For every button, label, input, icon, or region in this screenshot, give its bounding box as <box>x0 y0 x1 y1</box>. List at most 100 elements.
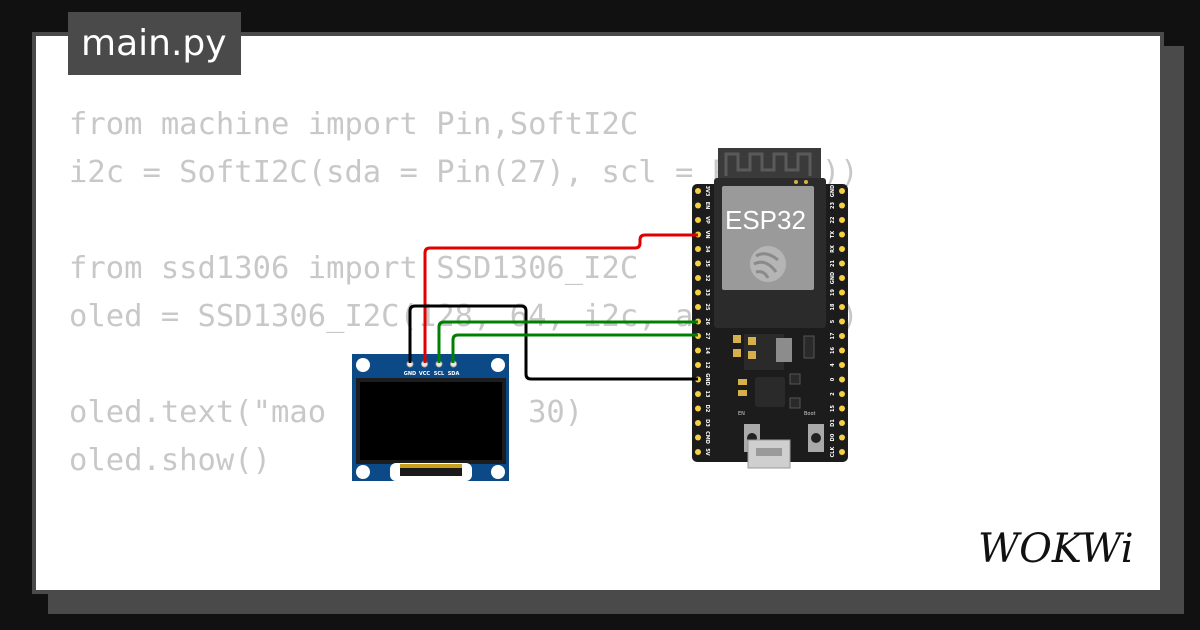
esp32-pin-label: 21 <box>830 260 836 267</box>
esp32-pin-label: D1 <box>830 419 836 427</box>
esp32-pin-label: 33 <box>704 289 710 296</box>
esp32-pin-label: 5V <box>704 448 710 455</box>
esp32-pin-5[interactable] <box>839 318 845 325</box>
esp32-board[interactable]: ESP32 EN Boot <box>692 148 848 469</box>
esp32-pin-label: EN <box>704 202 710 210</box>
smd-component <box>738 379 747 385</box>
code-line: from machine import Pin,SoftI2C <box>69 107 639 142</box>
wire-sda[interactable] <box>451 333 698 363</box>
esp32-pin-d0[interactable] <box>839 434 845 441</box>
mounting-hole <box>356 358 370 372</box>
led-indicator <box>804 180 808 184</box>
usb-port <box>747 439 791 469</box>
code-line: oled.text("mao ", 0, 30) <box>69 395 584 430</box>
smd-component <box>733 335 741 343</box>
esp32-pin-3v3[interactable] <box>695 188 701 194</box>
esp32-pin-label: TX <box>830 231 836 238</box>
esp32-pin-gnd[interactable] <box>839 275 845 281</box>
led-indicator <box>794 180 798 184</box>
en-label: EN <box>738 411 745 417</box>
esp32-pin-34[interactable] <box>695 246 701 252</box>
esp32-pin-16[interactable] <box>839 347 845 354</box>
file-tab-main-py[interactable]: main.py <box>68 12 241 75</box>
wokwi-logo-text: WOKWi <box>978 526 1134 572</box>
esp32-pin-gnd[interactable] <box>839 188 845 194</box>
esp32-pin-label: 26 <box>704 318 710 325</box>
esp32-pin-label: CLK <box>830 446 836 458</box>
esp32-pin-label: VN <box>704 230 710 238</box>
esp32-pin-label: 0 <box>830 377 836 381</box>
esp32-pin-label: 22 <box>830 216 836 223</box>
esp32-pin-label: 32 <box>704 275 710 282</box>
wire-scl[interactable] <box>437 320 698 363</box>
esp32-pin-12[interactable] <box>695 362 701 368</box>
esp32-pin-21[interactable] <box>839 260 845 267</box>
esp32-pin-25[interactable] <box>695 304 701 310</box>
esp32-pin-4[interactable] <box>839 362 845 368</box>
boot-button-cap[interactable] <box>811 433 821 443</box>
esp32-pin-label: 12 <box>704 362 710 369</box>
mounting-hole <box>491 358 505 372</box>
smd-component <box>789 373 801 385</box>
esp32-pin-en[interactable] <box>695 202 701 209</box>
code-line: from ssd1306 import SSD1306_I2C <box>69 251 639 286</box>
esp32-pin-label: 16 <box>830 347 836 354</box>
esp32-pin-13[interactable] <box>695 391 701 397</box>
esp32-pin-label: CMD <box>704 431 710 444</box>
esp32-pin-22[interactable] <box>839 217 845 223</box>
esp32-pin-5v[interactable] <box>695 449 701 455</box>
esp32-pin-rx[interactable] <box>839 246 845 252</box>
esp32-pin-label: 34 <box>704 246 710 253</box>
esp32-pin-label: GND <box>830 185 836 197</box>
oled-pin-label: SDA <box>448 371 460 377</box>
mounting-hole <box>491 465 505 479</box>
esp32-pin-label: D2 <box>704 405 710 413</box>
esp32-pin-17[interactable] <box>839 333 845 339</box>
espressif-logo-icon <box>750 246 786 282</box>
esp32-pin-d2[interactable] <box>695 405 701 412</box>
usb-port-slot <box>756 448 782 456</box>
esp32-pin-d1[interactable] <box>839 420 845 426</box>
esp32-pin-35[interactable] <box>695 260 701 267</box>
file-tab-label: main.py <box>81 23 227 64</box>
editor-card <box>32 32 1164 594</box>
esp32-pin-label: 18 <box>830 303 836 310</box>
oled-pin-label: GND <box>404 371 416 377</box>
esp32-pin-tx[interactable] <box>839 231 845 238</box>
wire-gnd[interactable] <box>408 304 698 381</box>
esp32-left-pin-header: 3V3ENVPVN343532332526271412GND13D2D3CMD5… <box>695 186 710 456</box>
wire-vcc[interactable] <box>423 233 698 363</box>
esp32-pin-label: 27 <box>704 333 710 340</box>
oled-pin-label: SCL <box>434 371 445 377</box>
esp32-pin-19[interactable] <box>839 289 845 296</box>
esp32-pin-label: 15 <box>830 405 836 412</box>
esp32-pin-cmd[interactable] <box>695 434 701 441</box>
esp32-pin-label: 5 <box>830 319 836 323</box>
esp32-pin-label: 17 <box>830 332 836 339</box>
esp32-pin-label: GND <box>830 272 836 284</box>
esp32-pin-0[interactable] <box>839 376 845 383</box>
esp32-pin-2[interactable] <box>839 391 845 397</box>
esp32-pin-label: 23 <box>830 202 836 209</box>
esp32-pin-label: 4 <box>830 363 836 367</box>
esp32-pin-32[interactable] <box>695 275 701 281</box>
wires <box>408 233 698 381</box>
code-editor[interactable]: from machine import Pin,SoftI2C i2c = So… <box>69 101 859 485</box>
esp32-pin-14[interactable] <box>695 347 701 354</box>
oled-flex-contacts <box>400 464 462 468</box>
esp32-pin-label: 3V3 <box>704 186 710 197</box>
esp32-pin-18[interactable] <box>839 304 845 310</box>
esp32-pin-15[interactable] <box>839 405 845 412</box>
esp32-chip-shield <box>722 186 814 290</box>
esp32-pin-label: 2 <box>830 392 836 396</box>
esp32-pin-clk[interactable] <box>839 449 845 455</box>
esp32-pin-vp[interactable] <box>695 217 701 223</box>
esp32-pin-label: 35 <box>704 260 710 267</box>
wokwi-logo: WOKWi <box>978 526 1134 572</box>
esp32-pin-33[interactable] <box>695 289 701 296</box>
esp32-pin-d3[interactable] <box>695 420 701 426</box>
esp32-pin-23[interactable] <box>839 202 845 209</box>
